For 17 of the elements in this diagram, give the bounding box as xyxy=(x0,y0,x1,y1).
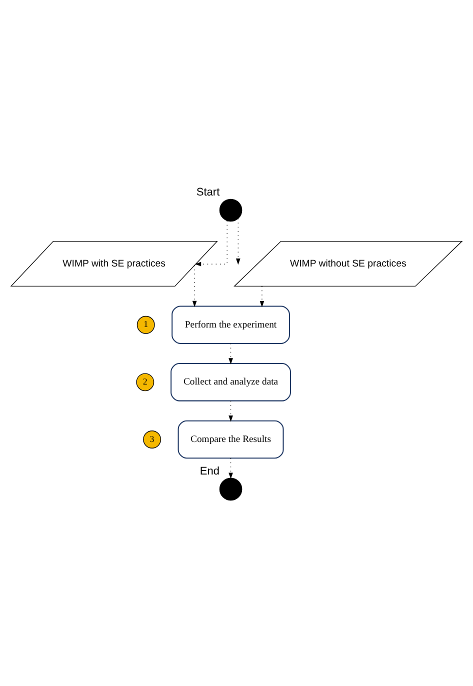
arrow xyxy=(228,342,233,364)
node-circle xyxy=(219,477,242,500)
node-circle: 1 xyxy=(136,315,155,334)
node-box: Compare the Results xyxy=(178,420,284,458)
arrow xyxy=(236,218,240,264)
node-label: End xyxy=(200,465,220,478)
arrow xyxy=(228,457,233,478)
arrow xyxy=(194,220,228,266)
arrow xyxy=(228,400,233,422)
arrow xyxy=(192,264,197,307)
node-circle xyxy=(219,198,242,222)
node-circle: 3 xyxy=(143,430,162,448)
arrow xyxy=(260,285,264,307)
node-box: Perform the experiment xyxy=(172,305,290,344)
node-label: Start xyxy=(196,186,220,198)
node-box: Collect and analyze data xyxy=(170,362,292,401)
node-circle: 2 xyxy=(136,372,154,391)
